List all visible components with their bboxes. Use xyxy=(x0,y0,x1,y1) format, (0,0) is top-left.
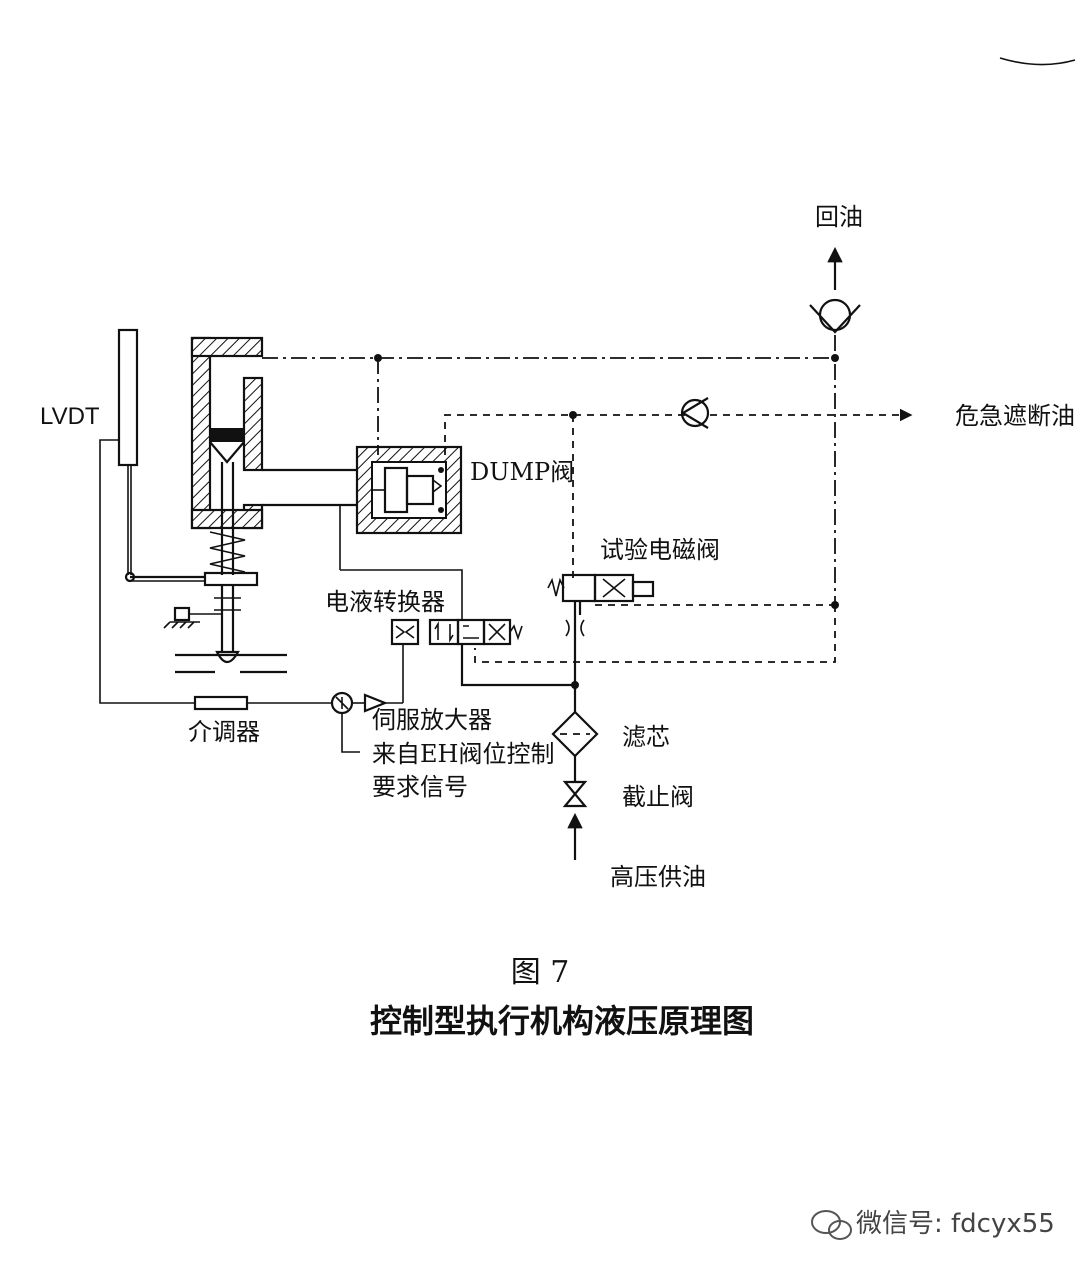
wechat-icon xyxy=(811,1210,852,1240)
cylinder-pipe xyxy=(262,468,372,507)
filter-label: 滤芯 xyxy=(622,723,670,751)
signal-line2-label: 要求信号 xyxy=(372,773,468,801)
signal-line1-label: 来自EH阀位控制 xyxy=(372,740,554,768)
return-check-valve xyxy=(809,246,861,334)
actuator-cylinder xyxy=(163,336,287,674)
dump-valve-label: DUMP阀 xyxy=(470,458,574,486)
ehv-converter xyxy=(339,505,579,703)
emergency-trip-line xyxy=(444,397,913,583)
lvdt-label: LVDT xyxy=(40,403,100,430)
emergency-trip-label: 危急遮断油 xyxy=(955,402,1075,430)
watermark-text: 微信号: fdcyx55 xyxy=(856,1209,1055,1239)
wechat-watermark: 微信号: fdcyx55 xyxy=(811,1209,1055,1240)
return-oil-label: 回油 xyxy=(815,203,863,231)
lvdt-feedback-wire xyxy=(99,439,195,704)
test-solenoid-return xyxy=(474,601,839,663)
test-solenoid-label: 试验电磁阀 xyxy=(600,536,720,564)
demodulator-label: 介调器 xyxy=(188,718,260,746)
lvdt-sensor xyxy=(117,328,205,583)
dump-valve xyxy=(355,445,463,535)
shutoff-valve-label: 截止阀 xyxy=(622,783,694,811)
test-solenoid-valve xyxy=(547,573,655,690)
servo-amplifier-label: 伺服放大器 xyxy=(372,706,492,734)
return-oil-lines xyxy=(262,335,839,605)
supply-branch xyxy=(551,685,599,860)
ehv-converter-label: 电液转换器 xyxy=(325,588,445,616)
figure-number: 图 7 xyxy=(511,955,570,990)
signal-chain xyxy=(193,691,403,753)
figure-title: 控制型执行机构液压原理图 xyxy=(370,1002,754,1040)
scan-edge-mark xyxy=(999,57,1076,66)
hp-supply-label: 高压供油 xyxy=(610,863,706,891)
